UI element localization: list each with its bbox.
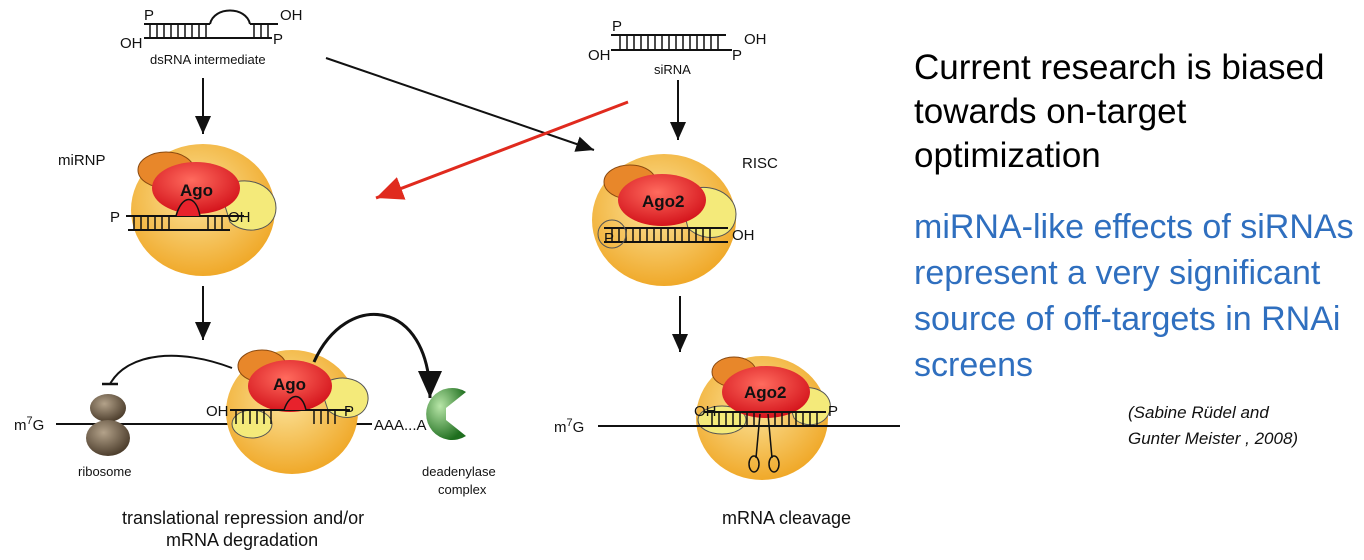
- left-polya-label: AAA...A: [374, 417, 427, 434]
- left-outcome-label-1: translational repression and/or: [122, 508, 364, 528]
- risc-label: RISC: [742, 155, 778, 172]
- deadenylase-recruit-arrow: [312, 313, 442, 399]
- dsrna-right-p-label: P: [273, 31, 283, 48]
- citation-line-2: Gunter Meister , 2008): [1128, 429, 1299, 448]
- cleavage-p-label: P: [828, 403, 838, 420]
- ribosome-label: ribosome: [78, 464, 131, 479]
- risc-ago2-label: Ago2: [642, 192, 685, 211]
- effector-oh-label: OH: [206, 403, 229, 420]
- mirnp-complex: Ago P OH miRNP: [58, 144, 277, 276]
- cleavage-ago2-label: Ago2: [744, 383, 787, 402]
- arrow-dsrna-to-risc: [325, 57, 595, 152]
- scissors-icon: [748, 413, 780, 473]
- flow-arrows: [195, 57, 688, 352]
- left-cap-label: m7G: [14, 415, 44, 434]
- sirna-duplex: P OH OH P siRNA: [588, 18, 767, 77]
- right-effector-stage: Ago2 m7G OH P AAA...A mRNA cleavage: [554, 356, 900, 528]
- sirna-right-p-label: P: [732, 47, 742, 64]
- left-effector-stage: m7G AAA...A ribosome Ago OH P deade: [14, 313, 496, 550]
- risc-complex: Ago2 P OH RISC: [592, 154, 778, 286]
- dsrna-left-oh-label: OH: [120, 35, 143, 52]
- sirna-3p-oh-label: OH: [744, 31, 767, 48]
- highlight-red-arrow: [375, 100, 629, 200]
- risc-oh-label: OH: [732, 227, 755, 244]
- right-cap-label: m7G: [554, 417, 584, 436]
- effector-p-label: P: [344, 403, 354, 420]
- left-outcome-label-2: mRNA degradation: [166, 530, 318, 550]
- dsrna-intermediate-label: dsRNA intermediate: [150, 52, 266, 67]
- mirnp-ago-label: Ago: [180, 181, 213, 200]
- sirna-label: siRNA: [654, 62, 691, 77]
- dsrna-intermediate: P OH OH P dsRNA intermediate: [120, 7, 303, 67]
- deadenylase-label-2: complex: [438, 482, 487, 497]
- effector-ago-label: Ago: [273, 375, 306, 394]
- mirnp-p-label: P: [110, 209, 120, 226]
- deadenylase-complex: [426, 388, 466, 441]
- cleavage-oh-label: OH: [694, 403, 717, 420]
- citation-line-1: (Sabine Rüdel and: [1128, 403, 1269, 422]
- sirna-5p-label: P: [612, 18, 622, 35]
- dsrna-3p-oh-label: OH: [280, 7, 303, 24]
- ribosome: [86, 394, 130, 456]
- sirna-left-oh-label: OH: [588, 47, 611, 64]
- rnai-pathway-diagram: P OH OH P dsRNA intermediate P OH OH P s…: [14, 7, 900, 550]
- repression-arrow: [109, 354, 233, 385]
- slide-heading: Current research is biased towards on-ta…: [914, 48, 1325, 175]
- dsrna-5p-label: P: [144, 7, 154, 24]
- slide-citation: (Sabine Rüdel and Gunter Meister , 2008): [1128, 400, 1358, 452]
- right-outcome-label: mRNA cleavage: [722, 508, 851, 528]
- slide-claim: miRNA-like effects of siRNAs represent a…: [914, 208, 1354, 384]
- risc-p-label: P: [604, 230, 614, 247]
- mirnp-label: miRNP: [58, 152, 106, 169]
- deadenylase-label-1: deadenylase: [422, 464, 496, 479]
- mirnp-oh-label: OH: [228, 209, 251, 226]
